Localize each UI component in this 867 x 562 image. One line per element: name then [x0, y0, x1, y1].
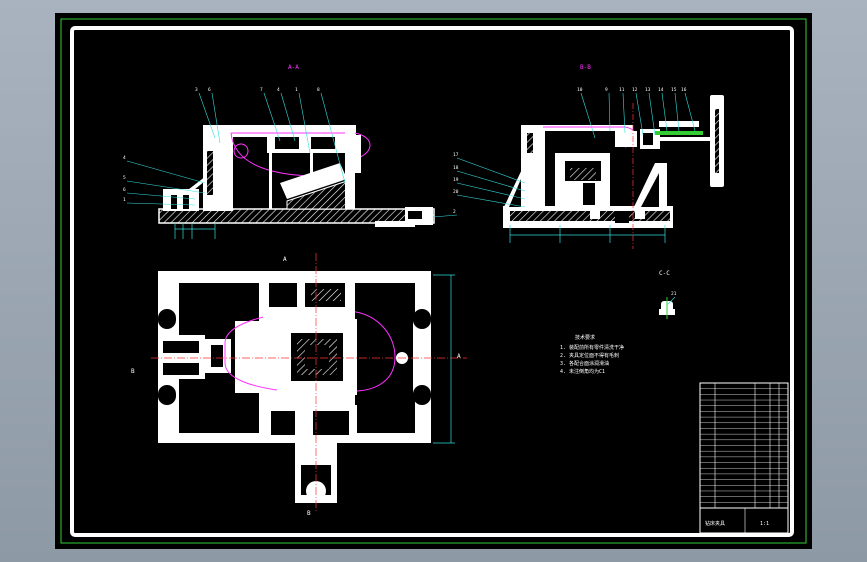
section-view: C-C	[659, 270, 675, 319]
balloon-number: 19	[453, 177, 459, 183]
side-view: B-B	[503, 64, 724, 249]
sheet-border	[70, 26, 794, 537]
leader-line	[674, 92, 680, 132]
side-view-label: B-B	[580, 64, 591, 71]
plan-label-bottom: B	[307, 510, 311, 517]
leader-line	[456, 194, 526, 208]
outer-frame	[60, 18, 807, 544]
leader-line	[280, 92, 296, 142]
note-line: 2. 夹具定位面不得有毛刺	[560, 352, 619, 359]
leader-line	[456, 182, 526, 200]
balloon-number: 14	[658, 87, 664, 93]
front-view-label: A-A	[288, 64, 299, 71]
note-line: 3. 各配合面涂润滑油	[560, 360, 609, 367]
balloon-number: 1	[123, 197, 126, 203]
plan-label-right: A	[457, 353, 461, 360]
balloon-number: 11	[619, 87, 625, 93]
cad-viewport[interactable]: A-A	[55, 13, 812, 549]
leader-line	[126, 192, 196, 200]
leader-line	[432, 214, 458, 218]
leader-line	[126, 180, 206, 194]
balloon-number: 17	[453, 152, 459, 158]
balloon-number: 6	[123, 187, 126, 193]
note-line: 1. 装配前所有零件清洗干净	[560, 344, 624, 351]
leader-line	[198, 92, 216, 139]
leader-line	[263, 92, 281, 142]
leader-line	[622, 92, 626, 134]
leader-line	[648, 92, 656, 136]
note-line: 4. 未注倒角均为C1	[560, 368, 605, 375]
leader-line	[126, 160, 206, 184]
balloon-number: 10	[577, 87, 583, 93]
balloon-number: 2	[453, 209, 456, 215]
balloon-number: 1	[295, 87, 298, 93]
balloon-number: 4	[123, 155, 126, 161]
leader-line	[126, 202, 196, 206]
balloon-number: 21	[671, 291, 677, 297]
balloon-number: 8	[317, 87, 320, 93]
leader-line	[298, 92, 311, 154]
front-inclined-workpiece	[280, 163, 347, 199]
notes-title: 技术要求	[575, 334, 595, 341]
plan-view: B B A A	[131, 253, 467, 517]
title-block: 钻床夹具 1:1	[699, 382, 789, 534]
balloon-number: 16	[681, 87, 687, 93]
leader-line	[580, 92, 596, 139]
leader-line	[684, 92, 696, 132]
balloon-number: 15	[671, 87, 677, 93]
balloon-number: 6	[208, 87, 211, 93]
balloon-number: 4	[277, 87, 280, 93]
engineering-drawing: A-A	[60, 18, 807, 544]
leader-line	[320, 92, 346, 184]
leader-line	[635, 92, 644, 136]
section-view-label: C-C	[659, 270, 670, 277]
front-base-plate	[158, 208, 435, 224]
balloon-number: 9	[605, 87, 608, 93]
leader-line	[661, 92, 668, 132]
balloon-number: 7	[260, 87, 263, 93]
leader-line	[666, 296, 676, 306]
plan-label-left: B	[131, 368, 135, 375]
leader-line	[456, 157, 526, 184]
balloon-number: 12	[632, 87, 638, 93]
balloon-number: 18	[453, 165, 459, 171]
balloon-number: 3	[195, 87, 198, 93]
balloon-number: 5	[123, 175, 126, 181]
plan-label-top: A	[283, 256, 287, 263]
title-block-scale: 1:1	[760, 521, 769, 527]
balloon-number: 13	[645, 87, 651, 93]
front-view: A-A	[158, 64, 435, 239]
leader-line	[211, 92, 221, 144]
leader-line	[456, 170, 526, 192]
leader-line	[608, 92, 611, 132]
title-block-name: 钻床夹具	[705, 520, 725, 527]
balloon-number: 20	[453, 189, 459, 195]
